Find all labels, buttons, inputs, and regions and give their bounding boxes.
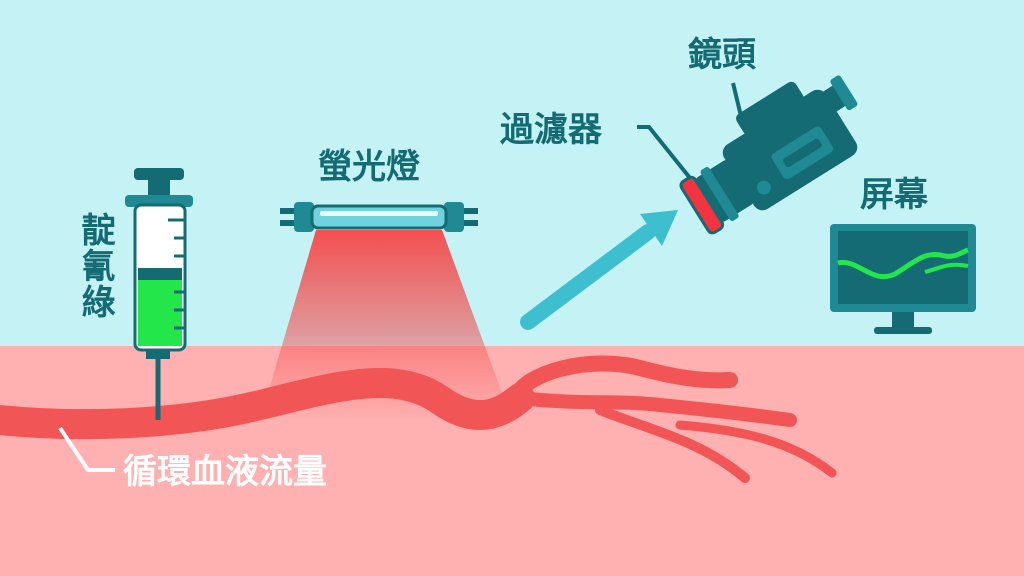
filter-leader	[637, 125, 692, 180]
syringe-icon	[125, 168, 193, 420]
label-lens: 鏡頭	[688, 35, 756, 75]
syringe-plunger-head	[138, 268, 182, 280]
light-beam	[260, 230, 512, 420]
monitor-signal-2	[924, 262, 969, 274]
drug-liquid	[138, 280, 182, 346]
lamp-pin-left	[280, 208, 296, 214]
lamp-pin-right2	[462, 220, 478, 226]
vessel-branch-far	[675, 420, 837, 478]
monitor-base	[874, 327, 932, 334]
lens-ring	[700, 167, 739, 221]
camera-button	[756, 180, 771, 195]
label-fluorescent-lamp: 螢光燈	[318, 147, 420, 187]
vessel-branch-upper	[507, 355, 738, 406]
filter-disc	[679, 175, 725, 235]
label-filter: 過濾器	[500, 110, 602, 150]
label-screen: 屏幕	[860, 175, 928, 215]
main-vessel	[0, 368, 535, 440]
fluorescent-lamp-icon	[280, 202, 478, 232]
syringe-plunger-cap	[134, 168, 184, 180]
lamp-cap-right	[444, 202, 464, 232]
lamp-tube	[310, 204, 448, 230]
syringe-ticks	[168, 218, 185, 330]
monitor-signal-1	[837, 247, 969, 279]
lamp-tube-highlight	[320, 211, 438, 216]
arrow-icon	[520, 210, 678, 330]
lamp-pin-right	[462, 208, 478, 214]
label-indocyanine-green: 靛氰綠	[75, 212, 115, 320]
blood-flow-leader	[58, 426, 115, 472]
camera-slot	[783, 138, 822, 168]
vessel-branch-low	[595, 405, 750, 483]
lamp-cap-left	[294, 202, 314, 232]
syringe-plunger-rod	[148, 178, 170, 198]
camera-eyecup	[830, 75, 858, 111]
blood-vessel-network	[0, 355, 837, 483]
label-blood-flow: 循環血液流量	[123, 452, 327, 492]
skin-tissue	[0, 346, 1024, 576]
monitor-neck	[892, 312, 914, 328]
monitor-icon	[830, 224, 976, 334]
camera-top	[736, 81, 804, 135]
vessel-branch-mid	[513, 391, 797, 427]
lamp-pin-left2	[280, 220, 296, 226]
camera-icon	[679, 75, 858, 235]
